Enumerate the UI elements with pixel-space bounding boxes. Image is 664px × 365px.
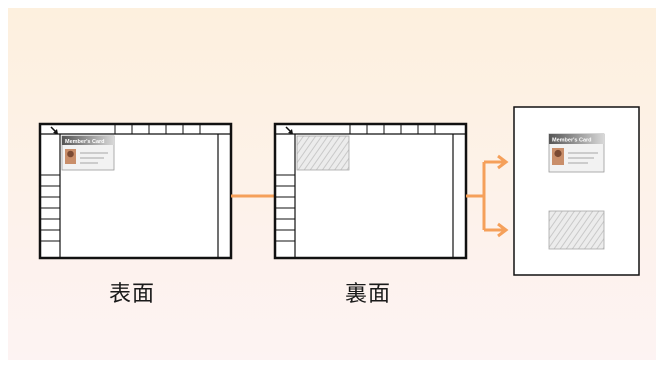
output-card-back — [548, 210, 605, 250]
member-card-front: Member's Card — [61, 135, 115, 171]
card-title: Member's Card — [65, 139, 105, 145]
scanner-glass-back — [273, 122, 468, 260]
output-card-front: Member's Card — [548, 133, 605, 173]
member-card-back — [296, 135, 350, 171]
diagram-canvas: Member's Card — [38, 106, 640, 276]
diagram-panel: Member's Card — [8, 8, 656, 360]
caption-back: 裏面 — [345, 282, 392, 307]
arrow-right-icon — [497, 154, 509, 170]
scanner-glass-front: Member's Card — [38, 122, 233, 260]
output-connector — [466, 154, 509, 238]
output-card-title: Member's Card — [552, 138, 592, 144]
placement-arrow-icon — [50, 126, 58, 134]
output-sheet: Member's Card — [513, 106, 640, 276]
caption-front: 表面 — [109, 282, 156, 307]
placement-arrow-icon — [285, 126, 293, 134]
arrow-right-icon — [497, 222, 509, 238]
